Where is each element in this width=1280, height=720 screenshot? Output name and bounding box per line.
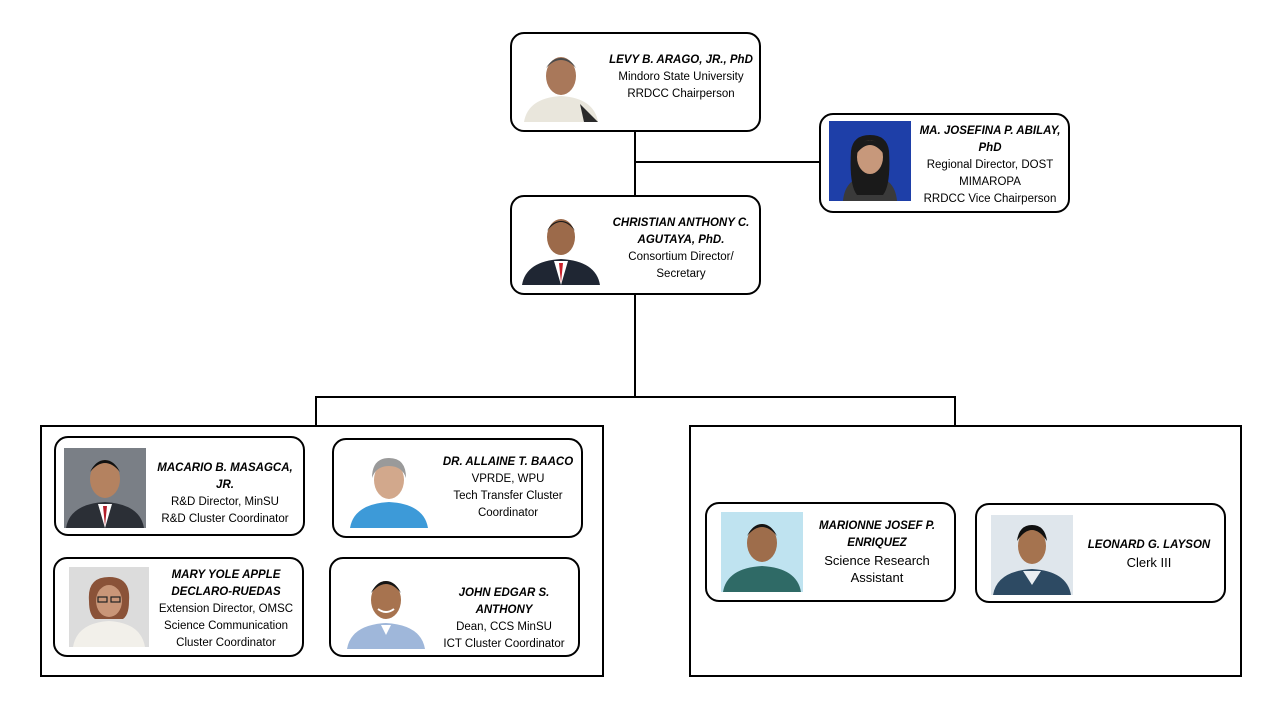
clerk-photo bbox=[991, 515, 1073, 595]
chairperson-role: RRDCC Chairperson bbox=[627, 88, 735, 100]
clerk-role: Clerk III bbox=[1126, 555, 1172, 570]
consortium-director-role: Consortium Director/ bbox=[628, 251, 734, 263]
vice-chairperson-role: RRDCC Vice Chairperson bbox=[923, 193, 1057, 205]
tech-transfer-photo bbox=[346, 448, 432, 528]
ict-cluster-title: Dean, CCS MinSU bbox=[456, 621, 552, 633]
clerk-name: LEONARD G. LAYSON bbox=[1087, 539, 1211, 551]
ict-cluster-card: JOHN EDGAR S. ANTHONY Dean, CCS MinSU IC… bbox=[329, 557, 580, 657]
rd-cluster-title: R&D Director, MinSU bbox=[171, 496, 279, 508]
connector-horizontal bbox=[315, 396, 956, 398]
vice-chairperson-name-suffix: PhD bbox=[978, 142, 1002, 154]
ict-cluster-name: JOHN EDGAR S. ANTHONY bbox=[458, 587, 550, 616]
consortium-director-name-suffix: AGUTAYA, PhD. bbox=[637, 234, 725, 246]
research-assistant-name-2: ENRIQUEZ bbox=[847, 537, 907, 549]
chairperson-text: LEVY B. ARAGO, JR., PhD Mindoro State Un… bbox=[606, 52, 756, 103]
consortium-director-text: CHRISTIAN ANTHONY C. AGUTAYA, PhD. Conso… bbox=[606, 215, 756, 283]
consortium-director-name: CHRISTIAN ANTHONY C. bbox=[612, 217, 750, 229]
rd-cluster-role: R&D Cluster Coordinator bbox=[161, 513, 289, 525]
tech-transfer-name: DR. ALLAINE T. BAACO bbox=[442, 456, 574, 468]
science-communication-name-2: DECLARO-RUEDAS bbox=[171, 586, 281, 598]
connector-director-down bbox=[634, 294, 636, 397]
science-communication-photo bbox=[69, 567, 149, 647]
vice-chairperson-text: MA. JOSEFINA P. ABILAY, PhD Regional Dir… bbox=[915, 123, 1065, 208]
connector-chair-director bbox=[634, 131, 636, 196]
tech-transfer-card: DR. ALLAINE T. BAACO VPRDE, WPU Tech Tra… bbox=[332, 438, 583, 538]
consortium-director-card: CHRISTIAN ANTHONY C. AGUTAYA, PhD. Conso… bbox=[510, 195, 761, 295]
vice-chairperson-name: MA. JOSEFINA P. ABILAY, bbox=[919, 125, 1061, 137]
science-communication-role-2: Cluster Coordinator bbox=[176, 637, 276, 649]
chairperson-affiliation: Mindoro State University bbox=[618, 71, 744, 83]
vice-chairperson-title: Regional Director, DOST bbox=[926, 159, 1054, 171]
science-communication-text: MARY YOLE APPLE DECLARO-RUEDAS Extension… bbox=[151, 567, 301, 652]
research-assistant-card: MARIONNE JOSEF P. ENRIQUEZ Science Resea… bbox=[705, 502, 956, 602]
vice-chairperson-card: MA. JOSEFINA P. ABILAY, PhD Regional Dir… bbox=[819, 113, 1070, 213]
consortium-director-role-2: Secretary bbox=[656, 268, 706, 280]
vice-chairperson-photo bbox=[829, 121, 911, 201]
chairperson-name: LEVY B. ARAGO, JR., PhD bbox=[609, 54, 753, 66]
rd-cluster-name: MACARIO B. MASAGCA, JR. bbox=[157, 462, 293, 491]
ict-cluster-photo bbox=[345, 569, 427, 649]
tech-transfer-text: DR. ALLAINE T. BAACO VPRDE, WPU Tech Tra… bbox=[438, 454, 578, 522]
research-assistant-photo bbox=[721, 512, 803, 592]
science-communication-name: MARY YOLE APPLE bbox=[171, 569, 281, 581]
tech-transfer-role: Tech Transfer Cluster bbox=[453, 490, 563, 502]
rd-cluster-text: MACARIO B. MASAGCA, JR. R&D Director, Mi… bbox=[148, 460, 302, 528]
clerk-card: LEONARD G. LAYSON Clerk III bbox=[975, 503, 1226, 603]
clerk-text: LEONARD G. LAYSON Clerk III bbox=[1077, 537, 1221, 571]
research-assistant-role-2: Assistant bbox=[850, 570, 904, 585]
connector-left-drop bbox=[315, 396, 317, 426]
tech-transfer-role-2: Coordinator bbox=[477, 507, 539, 519]
connector-right-drop bbox=[954, 396, 956, 426]
vice-chairperson-region: MIMAROPA bbox=[959, 176, 1021, 188]
consortium-director-photo bbox=[520, 207, 602, 285]
research-assistant-role: Science Research bbox=[824, 553, 930, 568]
chairperson-card: LEVY B. ARAGO, JR., PhD Mindoro State Un… bbox=[510, 32, 761, 132]
science-communication-title: Extension Director, OMSC bbox=[158, 603, 294, 615]
tech-transfer-title: VPRDE, WPU bbox=[471, 473, 545, 485]
ict-cluster-role: ICT Cluster Coordinator bbox=[443, 638, 565, 650]
research-assistant-text: MARIONNE JOSEF P. ENRIQUEZ Science Resea… bbox=[807, 518, 947, 586]
ict-cluster-text: JOHN EDGAR S. ANTHONY Dean, CCS MinSU IC… bbox=[429, 585, 579, 653]
chairperson-photo bbox=[520, 46, 602, 122]
rd-cluster-card: MACARIO B. MASAGCA, JR. R&D Director, Mi… bbox=[54, 436, 305, 536]
research-assistant-name: MARIONNE JOSEF P. bbox=[818, 520, 936, 532]
rd-cluster-photo bbox=[64, 448, 146, 528]
connector-vice bbox=[635, 161, 820, 163]
science-communication-role: Science Communication bbox=[163, 620, 288, 632]
science-communication-card: MARY YOLE APPLE DECLARO-RUEDAS Extension… bbox=[53, 557, 304, 657]
